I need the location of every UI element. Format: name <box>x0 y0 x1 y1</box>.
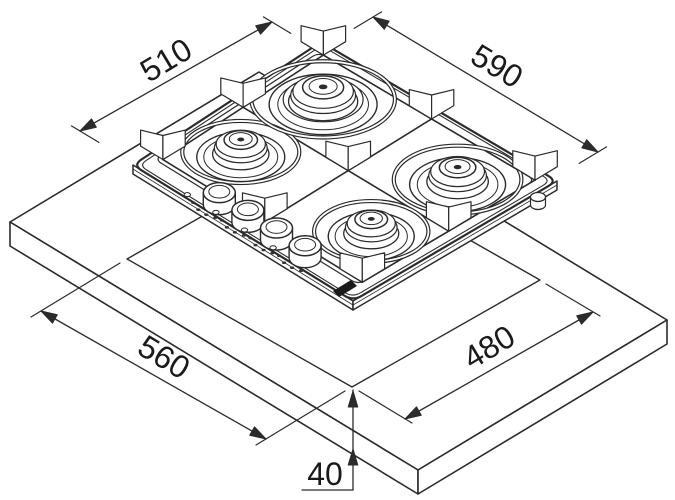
control-knob <box>212 199 265 237</box>
dimension-40: 40 <box>301 389 359 492</box>
burner-front <box>311 198 431 264</box>
burner-left <box>180 118 302 186</box>
burner-back <box>249 59 398 140</box>
gas-hob <box>132 25 558 311</box>
dimension-label-510: 510 <box>134 31 198 89</box>
control-knob <box>269 234 322 273</box>
dimension-label-590: 590 <box>465 37 529 95</box>
control-knobs <box>183 181 322 273</box>
dimension-label-40: 40 <box>307 456 343 492</box>
gas-inlet <box>529 191 547 211</box>
pan-support-fins <box>140 25 558 283</box>
burner-right <box>391 143 524 216</box>
control-knob <box>240 217 294 255</box>
brand-badge <box>333 280 357 297</box>
